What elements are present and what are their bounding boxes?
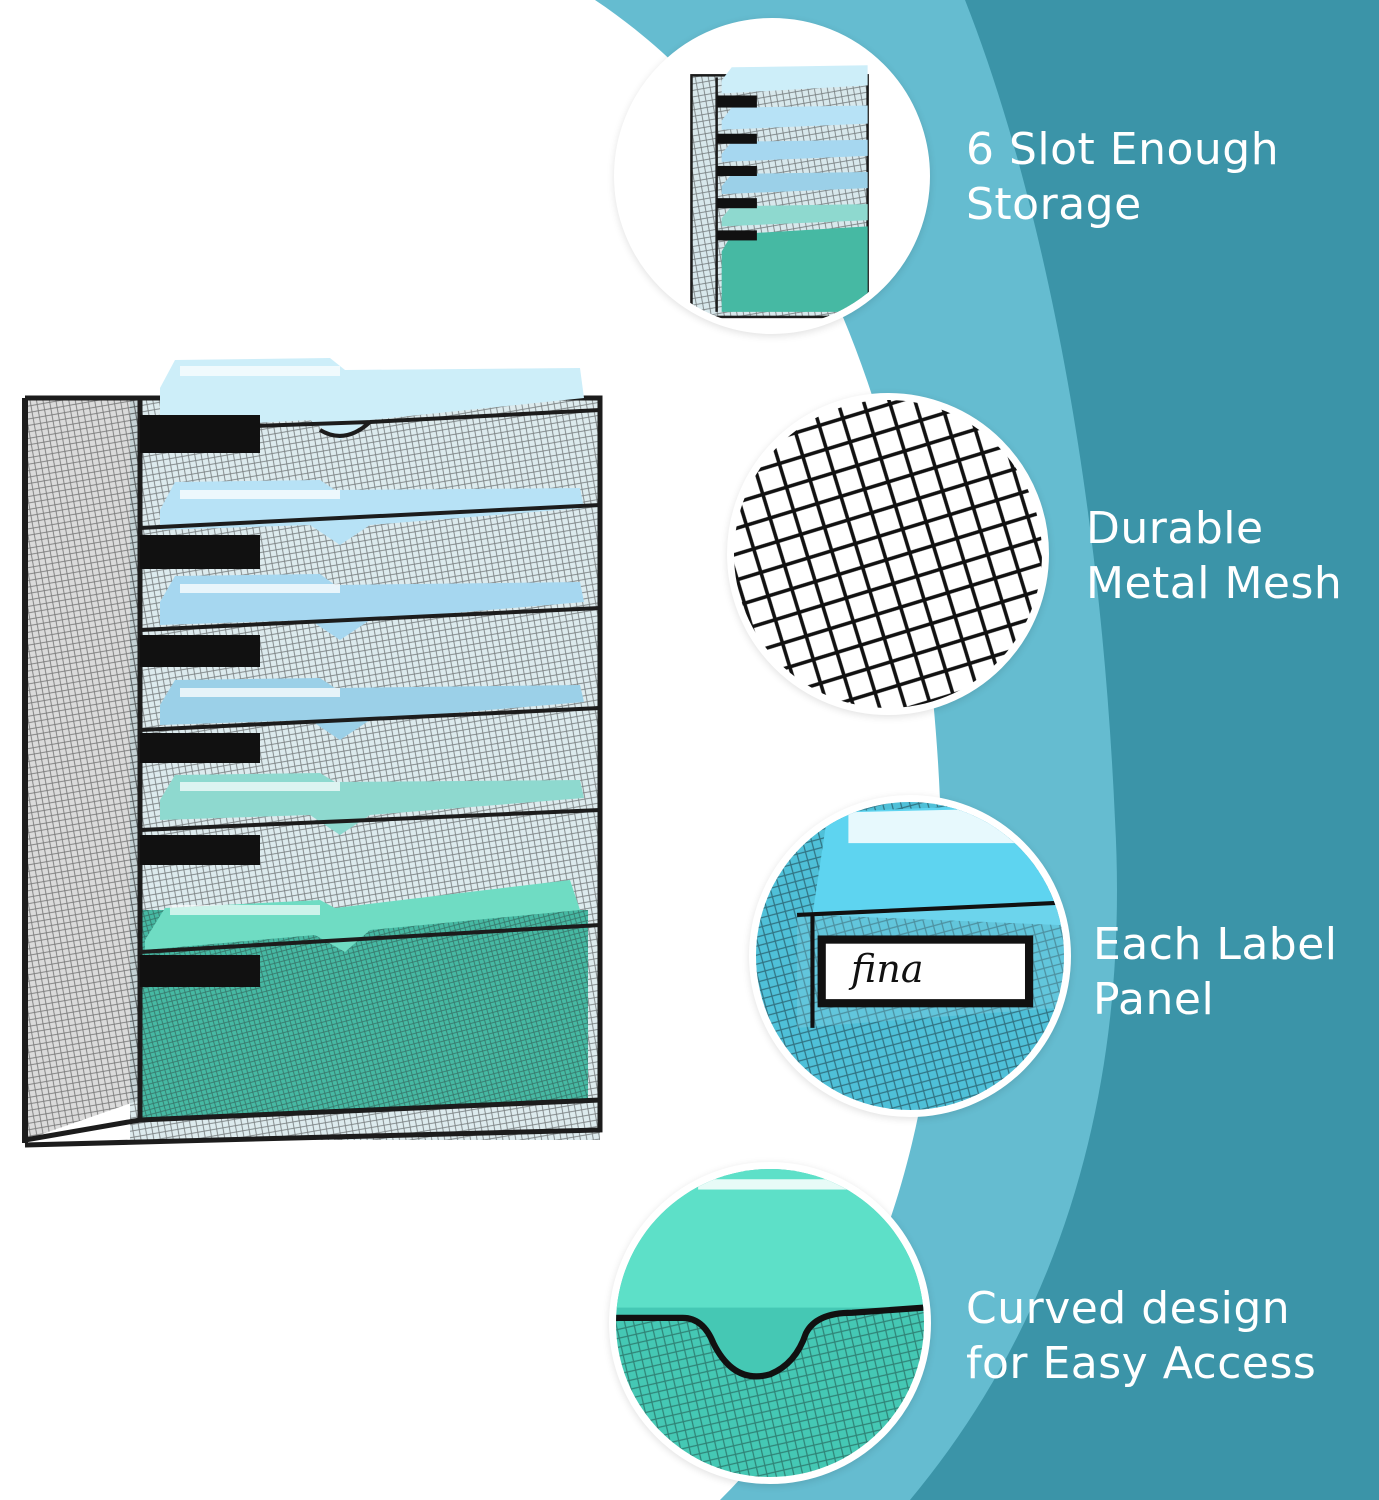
folders [145,358,584,952]
folder-5 [160,773,584,835]
wall-file-organizer-illustration [22,358,603,1148]
label-panel-circle-image: fina [749,795,1071,1117]
feature-metal-mesh: Durable Metal Mesh [1086,501,1342,611]
feature-curved-design: Curved design for Easy Access [966,1281,1316,1391]
overview-circle-image [614,18,930,334]
folder-1 [160,358,584,440]
label-card-text: fina [851,947,924,991]
mesh-circle-image [727,393,1049,715]
feature-line: for Easy Access [966,1338,1317,1389]
folder-2 [160,480,584,545]
feature-line: Durable [1086,503,1264,554]
label-panels [140,415,260,987]
mini-folders [721,65,868,312]
feature-line: Each Label [1093,919,1338,970]
feature-line: Metal Mesh [1086,558,1343,609]
feature-line: 6 Slot Enough [966,124,1280,175]
feature-label-panel: Each Label Panel [1093,917,1338,1027]
curved-design-circle-image [609,1162,931,1484]
feature-line: Storage [966,179,1142,230]
folder-6 [145,880,580,952]
folder-4 [160,678,584,740]
dark-arc-band [910,0,1379,1500]
feature-line: Curved design [966,1283,1291,1334]
feature-slot-storage: 6 Slot Enough Storage [966,122,1279,232]
feature-line: Panel [1093,974,1215,1025]
folder-3 [160,574,584,640]
shelf-bars [139,408,601,954]
